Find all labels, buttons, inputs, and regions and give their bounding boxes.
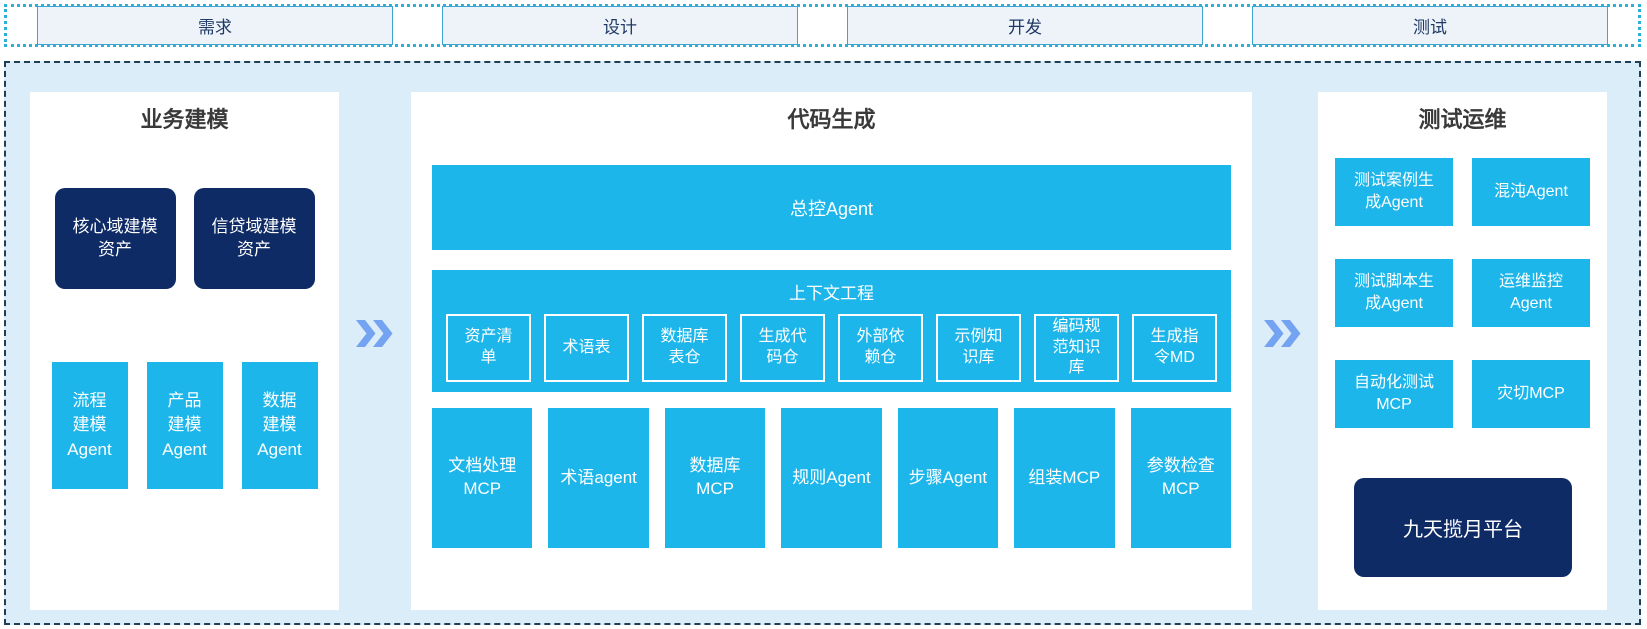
modeling-agent-row: 流程建模Agent 产品建模Agent 数据建模Agent: [30, 362, 339, 489]
test-ops-grid: 测试案例生成Agent 混沌Agent 测试脚本生成Agent 运维监控Agen…: [1335, 158, 1590, 428]
external-dependency-repo-box: 外部依赖仓: [838, 314, 923, 382]
database-mcp-box: 数据库MCP: [664, 408, 766, 548]
codegen-tools-row: 文档处理MCP 术语agent 数据库MCP 规则Agent 步骤Agent 组…: [432, 408, 1231, 548]
main-container: 业务建模 核心域建模资产 信贷域建模资产 流程建模Agent 产品建模Agent…: [4, 61, 1641, 625]
panel-business-modeling: 业务建模 核心域建模资产 信贷域建模资产 流程建模Agent 产品建模Agent…: [30, 92, 339, 610]
terminology-agent-box: 术语agent: [548, 408, 649, 548]
test-case-generation-agent-box: 测试案例生成Agent: [1335, 158, 1453, 226]
context-engineering-title: 上下文工程: [789, 284, 874, 303]
process-modeling-agent-box: 流程建模Agent: [51, 362, 128, 489]
business-modeling-title: 业务建模: [140, 107, 229, 132]
chaos-agent-box: 混沌Agent: [1472, 158, 1590, 226]
modeling-asset-row: 核心域建模资产 信贷域建模资产: [30, 188, 339, 289]
test-script-generation-agent-box: 测试脚本生成Agent: [1335, 259, 1453, 327]
code-generation-title: 代码生成: [787, 107, 876, 132]
example-knowledge-base-box: 示例知识库: [936, 314, 1021, 382]
parameter-check-mcp-box: 参数检查MCP: [1130, 408, 1231, 548]
panel-code-generation: 代码生成 总控Agent 上下文工程 资产清单 术语表 数据库表仓 生成代码仓 …: [411, 92, 1252, 610]
jiutian-lanyue-platform-box: 九天揽月平台: [1354, 478, 1572, 577]
panel-test-operations: 测试运维 测试案例生成Agent 混沌Agent 测试脚本生成Agent 运维监…: [1318, 92, 1607, 610]
phase-box-design: 设计: [442, 6, 798, 45]
product-modeling-agent-box: 产品建模Agent: [146, 362, 223, 489]
phase-strip: 需求 设计 开发 测试: [4, 4, 1641, 47]
ops-monitoring-agent-box: 运维监控Agent: [1472, 259, 1590, 327]
generated-code-repo-box: 生成代码仓: [740, 314, 825, 382]
db-table-repo-box: 数据库表仓: [642, 314, 727, 382]
double-chevron-right-icon: [356, 320, 393, 347]
coding-standard-knowledge-base-box: 编码规范知识库: [1034, 314, 1119, 382]
automated-testing-mcp-box: 自动化测试MCP: [1335, 360, 1453, 428]
context-engineering-section: 上下文工程 资产清单 术语表 数据库表仓 生成代码仓 外部依赖仓 示例知识库 编…: [432, 270, 1231, 392]
document-processing-mcp-box: 文档处理MCP: [432, 408, 533, 548]
phase-box-development: 开发: [847, 6, 1203, 45]
assembly-mcp-box: 组装MCP: [1014, 408, 1115, 548]
core-domain-asset-box: 核心域建模资产: [54, 188, 176, 289]
asset-list-box: 资产清单: [446, 314, 531, 382]
rule-agent-box: 规则Agent: [781, 408, 882, 548]
test-operations-title: 测试运维: [1418, 107, 1507, 132]
glossary-box: 术语表: [544, 314, 629, 382]
phase-box-testing: 测试: [1252, 6, 1608, 45]
credit-domain-asset-box: 信贷域建模资产: [193, 188, 315, 289]
disaster-switch-mcp-box: 灾切MCP: [1472, 360, 1590, 428]
phase-box-requirements: 需求: [37, 6, 393, 45]
context-items-row: 资产清单 术语表 数据库表仓 生成代码仓 外部依赖仓 示例知识库 编码规范知识库…: [432, 314, 1231, 382]
data-modeling-agent-box: 数据建模Agent: [241, 362, 318, 489]
step-agent-box: 步骤Agent: [897, 408, 999, 548]
double-chevron-right-icon: [1264, 320, 1301, 347]
master-control-agent-bar: 总控Agent: [432, 165, 1231, 250]
generation-instruction-md-box: 生成指令MD: [1132, 314, 1217, 382]
